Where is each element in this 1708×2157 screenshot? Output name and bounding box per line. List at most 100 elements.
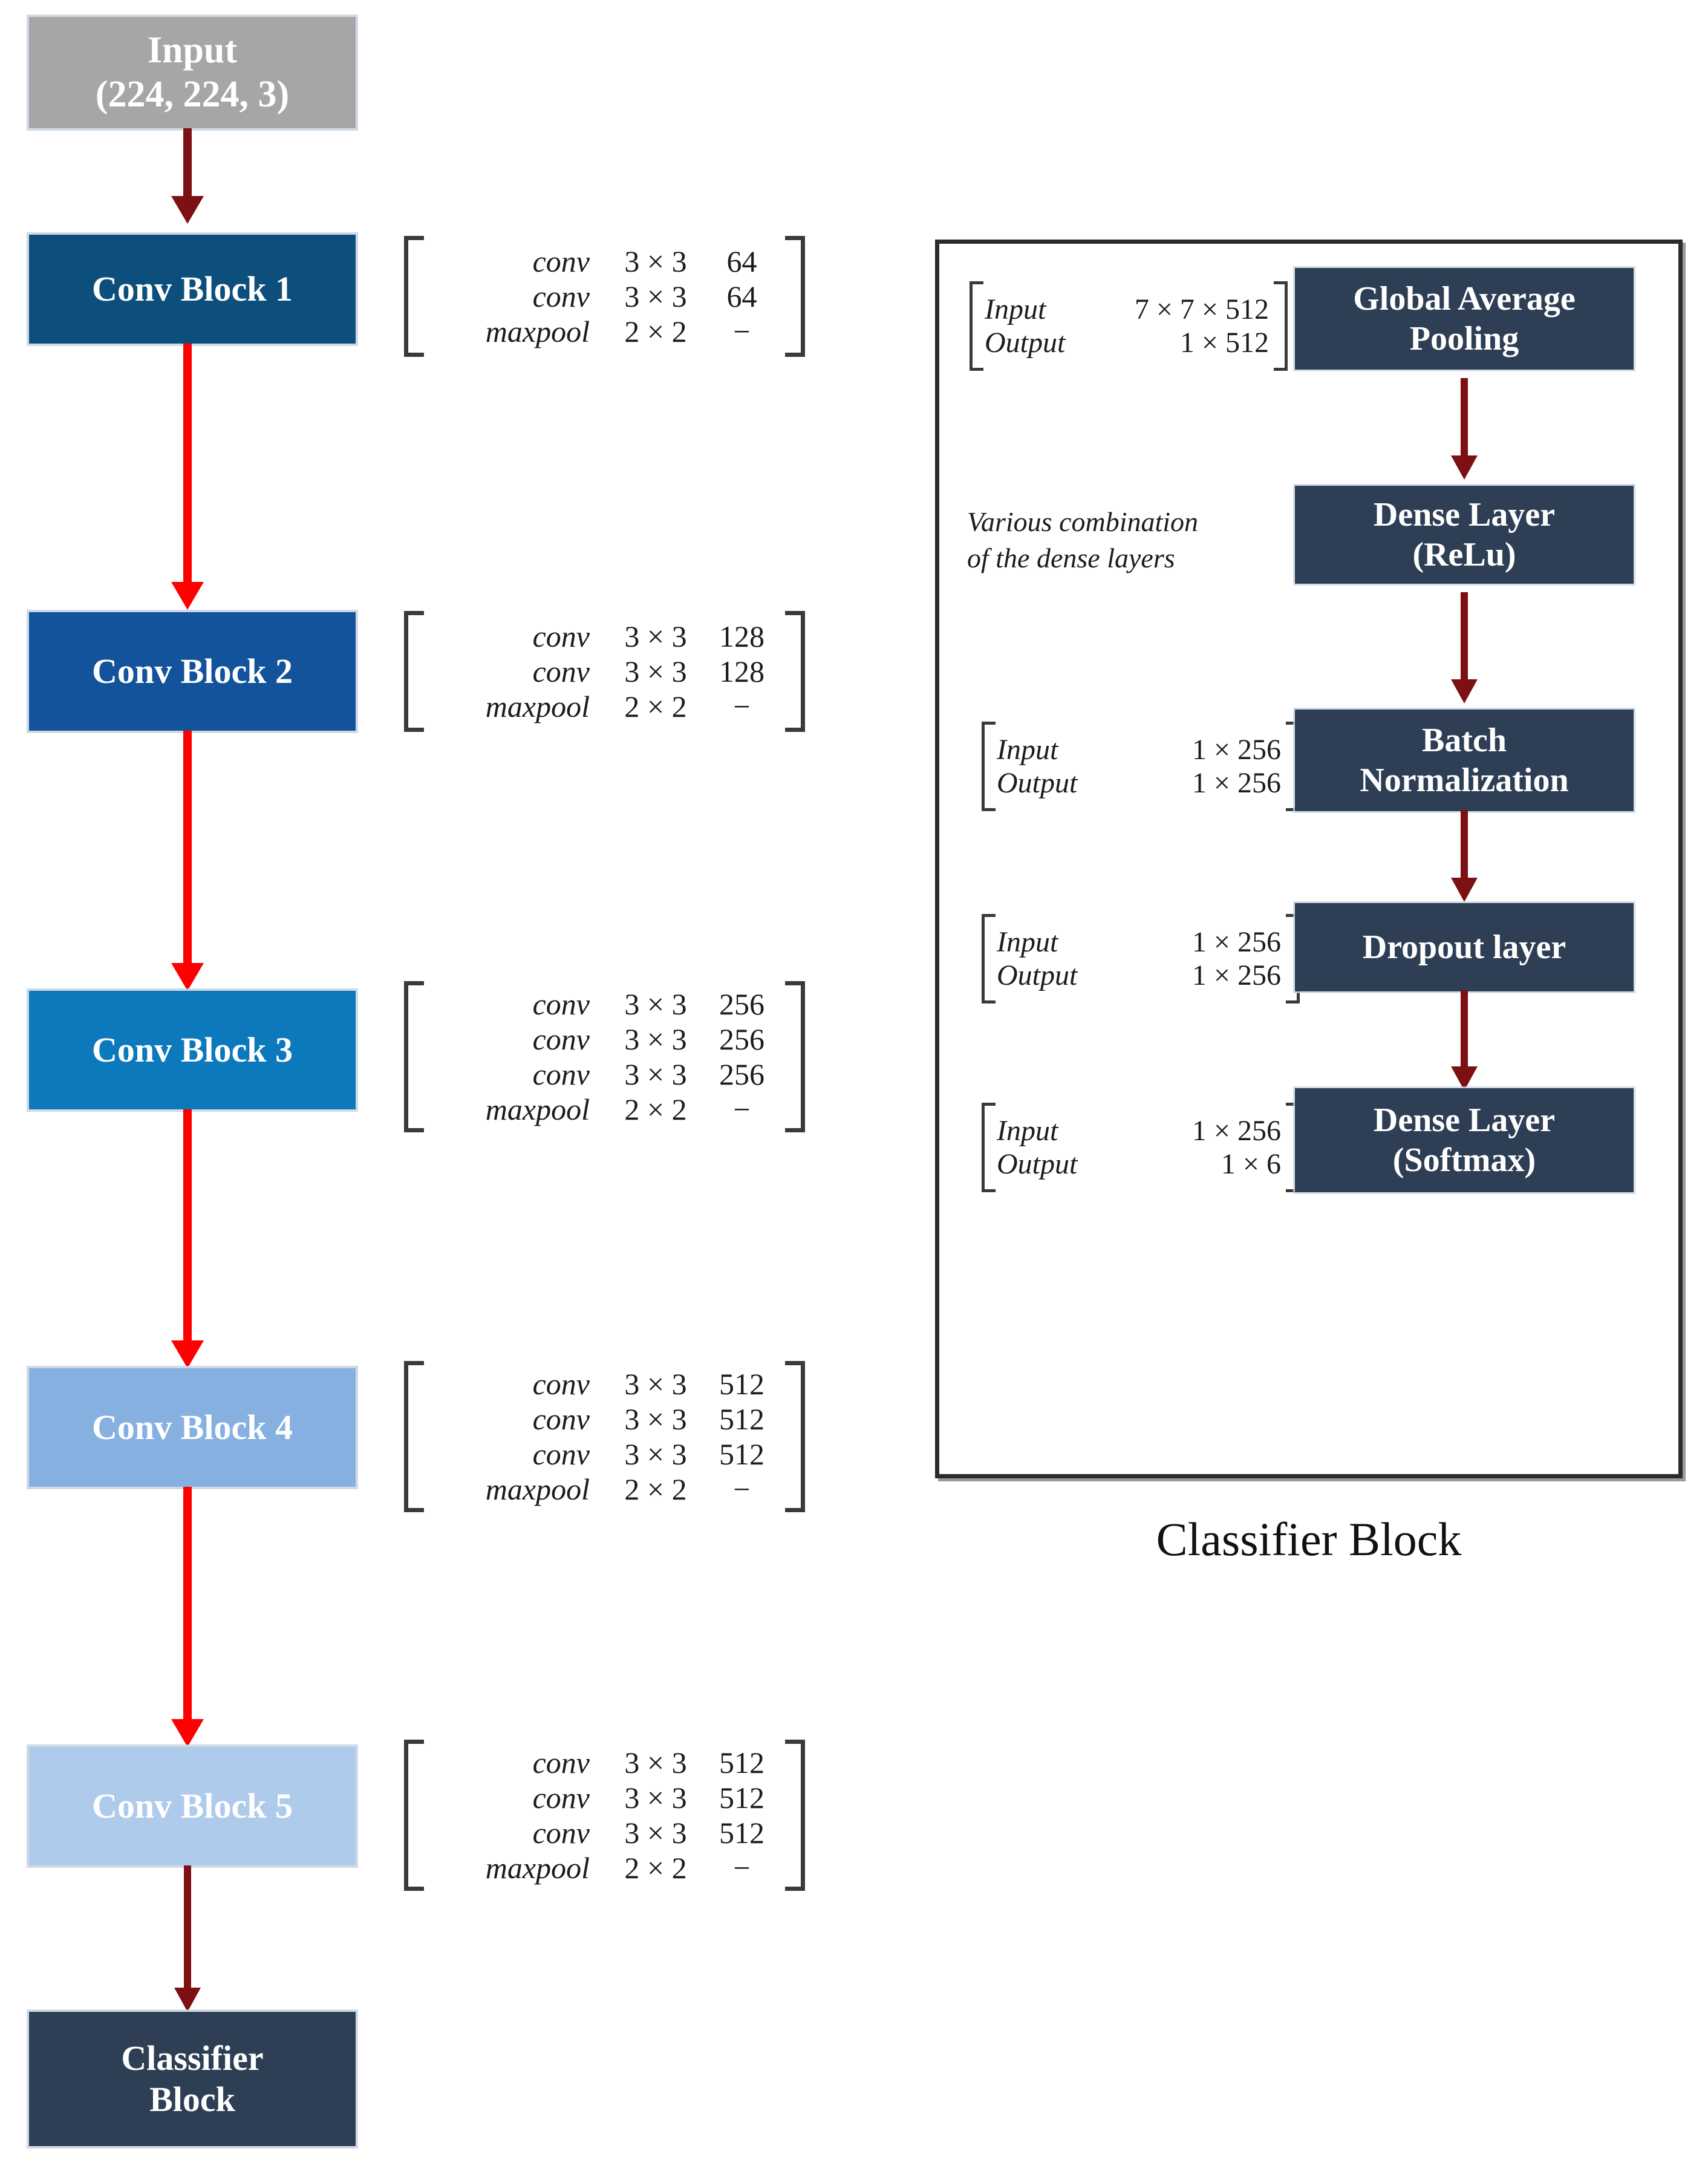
classifier-block-tail-line1: Classifier bbox=[121, 2038, 264, 2078]
batch-normalization-block: Batch Normalization bbox=[1295, 710, 1634, 811]
matrix-row: conv 3 × 3 512 bbox=[426, 1437, 783, 1472]
io-label: Output bbox=[985, 327, 1066, 359]
global-average-pooling-line1: Global Average bbox=[1353, 279, 1576, 318]
arrow-dense-relu-to-batchnorm bbox=[1449, 592, 1480, 703]
classifier-panel: Input 7 × 7 × 512 Output 1 × 512 Global … bbox=[935, 240, 1683, 1478]
matrix-row: Output 1 × 6 bbox=[997, 1147, 1285, 1181]
arrow-head bbox=[174, 1988, 201, 2012]
conv-block-3: Conv Block 3 bbox=[29, 991, 356, 1109]
dense-layer-relu-block: Dense Layer (ReLu) bbox=[1295, 486, 1634, 584]
arrow-input-to-conv1 bbox=[169, 128, 206, 224]
matrix-kernel: 2 × 2 bbox=[624, 690, 687, 723]
bracket-right bbox=[785, 236, 805, 357]
matrix-row: conv 3 × 3 256 bbox=[426, 1022, 783, 1057]
matrix-kernel: 2 × 2 bbox=[624, 1851, 687, 1885]
matrix-op: conv bbox=[532, 1367, 590, 1401]
matrix-filters: 256 bbox=[719, 1057, 764, 1091]
bracket-left bbox=[982, 914, 996, 1003]
io-value: 1 × 256 bbox=[1191, 959, 1281, 991]
matrix-kernel: 3 × 3 bbox=[624, 619, 687, 653]
matrix-filters: 512 bbox=[719, 1402, 764, 1436]
matrix-row: conv 3 × 3 512 bbox=[426, 1402, 783, 1437]
matrix-op: conv bbox=[532, 1816, 590, 1850]
matrix-row: conv 3 × 3 512 bbox=[426, 1366, 783, 1402]
io-value: 1 × 256 bbox=[1191, 1115, 1281, 1147]
matrix-op: maxpool bbox=[485, 1092, 590, 1126]
matrix-kernel: 2 × 2 bbox=[624, 315, 687, 348]
arrow-head bbox=[171, 196, 204, 224]
matrix-kernel: 3 × 3 bbox=[624, 1781, 687, 1815]
conv-block-5-matrix: conv 3 × 3 512 conv 3 × 3 512 conv 3 × 3… bbox=[404, 1740, 805, 1891]
matrix-row: Output 1 × 256 bbox=[997, 766, 1285, 800]
arrow-shaft bbox=[183, 1109, 192, 1340]
dropout-layer-block: Dropout layer bbox=[1295, 903, 1634, 991]
conv-block-3-label: Conv Block 3 bbox=[92, 1030, 293, 1069]
matrix-filters: − bbox=[733, 315, 751, 348]
arrow-head bbox=[171, 582, 204, 610]
io-value: 1 × 256 bbox=[1191, 734, 1281, 766]
dense-layers-note-line2: of the dense layers bbox=[967, 542, 1175, 573]
arrow-shaft bbox=[1461, 810, 1468, 878]
matrix-row: Input 1 × 256 bbox=[997, 925, 1285, 959]
io-label: Input bbox=[985, 293, 1046, 325]
arrow-conv2-to-conv3 bbox=[169, 731, 206, 991]
conv-block-2-matrix: conv 3 × 3 128 conv 3 × 3 128 maxpool 2 … bbox=[404, 611, 805, 732]
matrix-filters: 512 bbox=[719, 1367, 764, 1401]
io-value: 1 × 512 bbox=[1179, 327, 1269, 359]
matrix-filters: 512 bbox=[719, 1746, 764, 1780]
matrix-filters: 512 bbox=[719, 1781, 764, 1815]
matrix-filters: − bbox=[733, 1851, 751, 1885]
arrow-head bbox=[1451, 679, 1478, 703]
matrix-filters: 64 bbox=[726, 279, 757, 313]
matrix-kernel: 3 × 3 bbox=[624, 1402, 687, 1436]
matrix-kernel: 3 × 3 bbox=[624, 1816, 687, 1850]
dense-layer-softmax-line1: Dense Layer bbox=[1373, 1101, 1556, 1139]
conv-block-4-matrix: conv 3 × 3 512 conv 3 × 3 512 conv 3 × 3… bbox=[404, 1361, 805, 1512]
conv-block-1: Conv Block 1 bbox=[29, 235, 356, 344]
matrix-row: conv 3 × 3 64 bbox=[426, 244, 783, 279]
matrix-op: conv bbox=[532, 1022, 590, 1056]
classifier-block-tail-line2: Block bbox=[149, 2080, 235, 2119]
bracket-left bbox=[970, 281, 983, 371]
matrix-filters: 128 bbox=[719, 654, 764, 688]
dense-layer-softmax-io-matrix: Input 1 × 256 Output 1 × 6 bbox=[982, 1103, 1300, 1192]
matrix-row: conv 3 × 3 128 bbox=[426, 619, 783, 654]
bracket-right bbox=[785, 981, 805, 1132]
arrow-shaft bbox=[1461, 378, 1468, 455]
matrix-row: maxpool 2 × 2 − bbox=[426, 314, 783, 349]
matrix-op: conv bbox=[532, 654, 590, 688]
matrix-row: conv 3 × 3 512 bbox=[426, 1780, 783, 1815]
matrix-kernel: 3 × 3 bbox=[624, 1057, 687, 1091]
matrix-op: conv bbox=[532, 619, 590, 653]
matrix-op: conv bbox=[532, 1057, 590, 1091]
input-block-line2: (224, 224, 3) bbox=[95, 74, 290, 115]
matrix-filters: − bbox=[733, 1472, 751, 1506]
matrix-op: conv bbox=[532, 1781, 590, 1815]
bracket-right bbox=[785, 1361, 805, 1512]
matrix-row: maxpool 2 × 2 − bbox=[426, 1850, 783, 1885]
io-value: 7 × 7 × 512 bbox=[1134, 293, 1269, 325]
arrow-conv4-to-conv5 bbox=[169, 1487, 206, 1747]
matrix-op: conv bbox=[532, 1437, 590, 1471]
matrix-kernel: 2 × 2 bbox=[624, 1472, 687, 1506]
matrix-kernel: 3 × 3 bbox=[624, 244, 687, 278]
input-block-line1: Input bbox=[147, 29, 238, 71]
bracket-left bbox=[982, 1103, 996, 1192]
dense-layer-relu-line1: Dense Layer bbox=[1373, 495, 1556, 534]
matrix-kernel: 3 × 3 bbox=[624, 1022, 687, 1056]
matrix-row: Input 7 × 7 × 512 bbox=[985, 293, 1273, 326]
io-label: Output bbox=[997, 767, 1078, 799]
bracket-left bbox=[404, 1361, 424, 1512]
dense-layers-note: Various combination of the dense layers bbox=[967, 504, 1270, 576]
arrow-batchnorm-to-dropout bbox=[1449, 810, 1480, 902]
global-average-pooling-line2: Pooling bbox=[1409, 320, 1519, 357]
matrix-row: conv 3 × 3 256 bbox=[426, 987, 783, 1022]
io-label: Input bbox=[997, 1115, 1058, 1147]
matrix-op: conv bbox=[532, 1746, 590, 1780]
matrix-kernel: 3 × 3 bbox=[624, 987, 687, 1021]
matrix-op: conv bbox=[532, 1402, 590, 1436]
io-value: 1 × 6 bbox=[1221, 1148, 1281, 1180]
matrix-filters: 256 bbox=[719, 987, 764, 1021]
matrix-row: maxpool 2 × 2 − bbox=[426, 1472, 783, 1507]
